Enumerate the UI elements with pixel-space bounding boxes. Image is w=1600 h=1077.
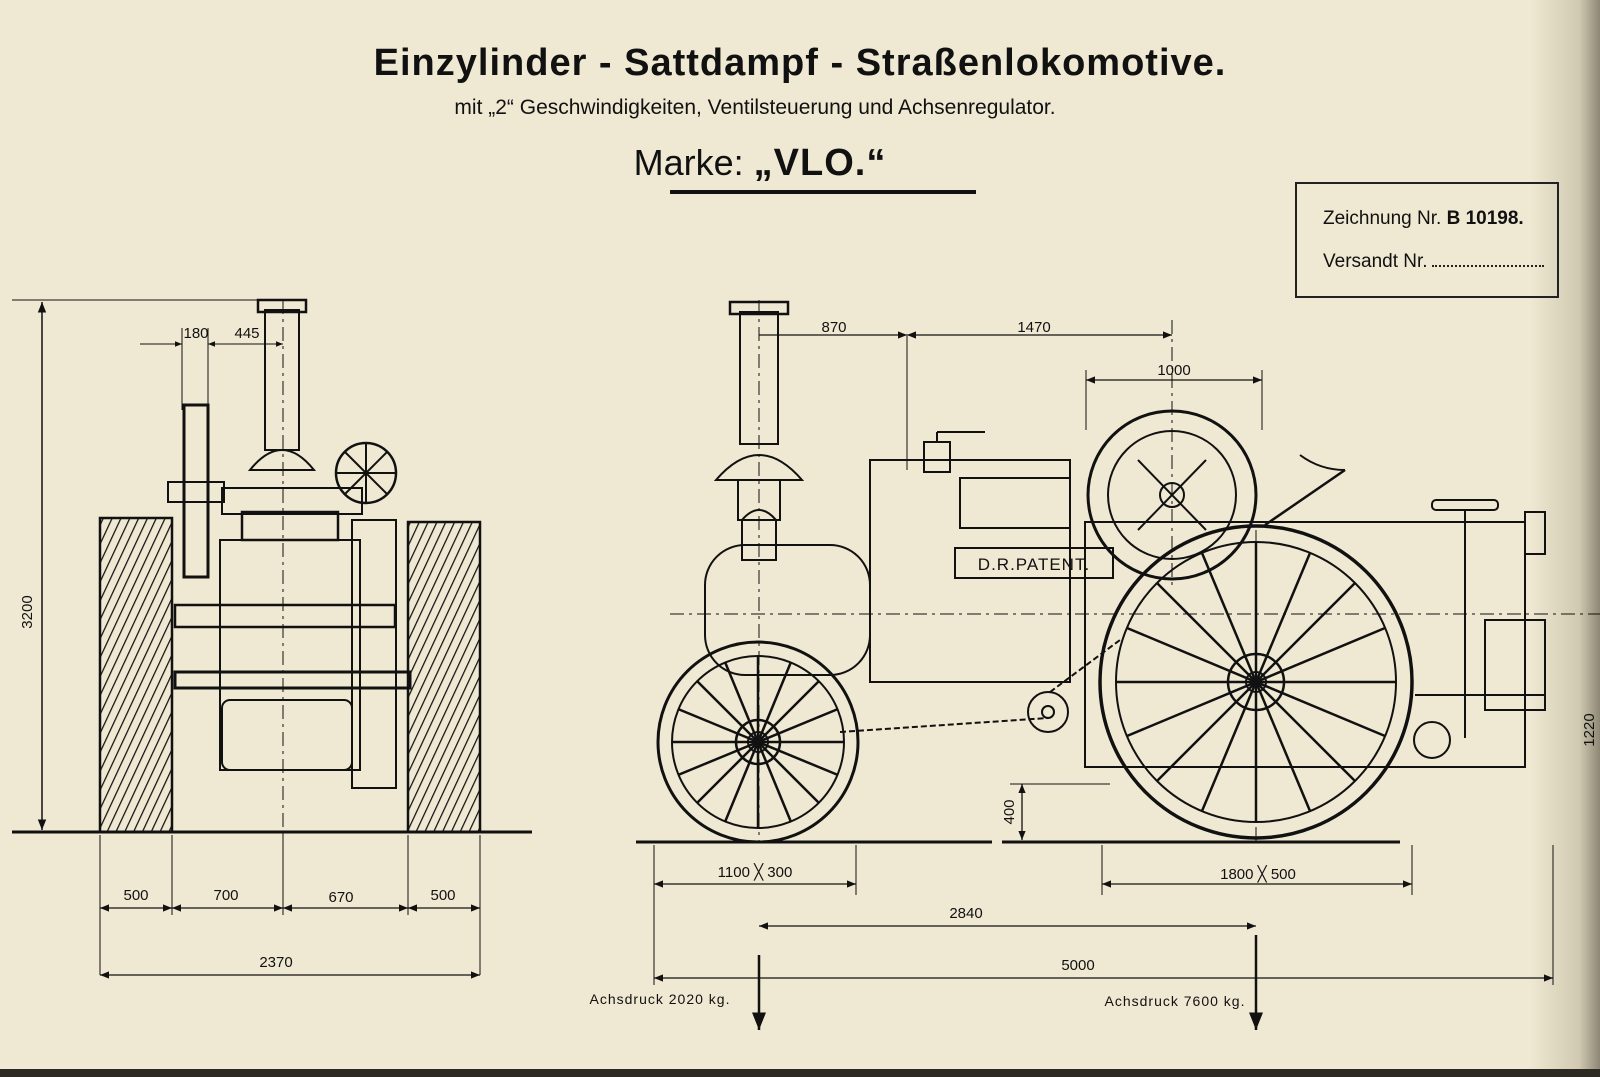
side-view — [636, 300, 1600, 1030]
front-cross-beam — [173, 603, 397, 629]
front-flywheel-hub — [167, 481, 225, 503]
front-total-width: 2370 — [259, 954, 292, 971]
side-front-wheel-spokes — [672, 656, 844, 828]
shipped-number-line: Versandt Nr. — [1323, 251, 1544, 273]
front-upper-frame — [221, 487, 363, 515]
side-dim-400: 400 — [1001, 799, 1018, 824]
side-rear-wheel-spokes — [1116, 542, 1396, 822]
side-dim-1000: 1000 — [1157, 362, 1190, 379]
side-chain — [839, 717, 1049, 733]
front-width-4: 500 — [430, 887, 455, 904]
side-front-wheel — [656, 640, 860, 844]
side-boiler-shell — [869, 459, 1071, 683]
side-cylinder — [959, 477, 1071, 529]
side-rear-wheel-size: 1800 ╳ 500 — [1220, 865, 1296, 883]
front-width-2: 700 — [213, 887, 238, 904]
side-tender — [1524, 511, 1546, 555]
side-axle-load-front: Achsdruck 2020 kg. — [590, 991, 731, 1007]
front-right-tire — [406, 520, 482, 834]
side-bunker-top — [1431, 499, 1499, 511]
side-total-length: 5000 — [1061, 957, 1094, 974]
drawing-number-value: B 10198. — [1446, 208, 1524, 229]
brand-mark-prefix: Marke: — [633, 142, 744, 183]
side-front-wheel-size: 1100 ╳ 300 — [718, 863, 793, 881]
side-valve — [923, 441, 951, 473]
front-left-tire — [98, 516, 174, 834]
front-dim-445: 445 — [234, 325, 259, 342]
side-smokebox-hood — [713, 454, 805, 481]
front-view-labels: 3200 180 445 500 700 670 500 2370 — [19, 325, 456, 971]
shipped-number-label: Versandt Nr. — [1323, 251, 1428, 272]
subtitle: mit „2“ Geschwindigkeiten, Ventilsteueru… — [454, 96, 1056, 119]
drawing-number-label: Zeichnung Nr. — [1323, 208, 1442, 229]
drawing-number-line: Zeichnung Nr. B 10198. — [1323, 208, 1524, 230]
front-axle-beam — [173, 670, 412, 690]
drawing-info-box: Zeichnung Nr. B 10198. Versandt Nr. — [1295, 182, 1559, 298]
front-firebox — [221, 699, 353, 771]
front-chimney-cap — [256, 298, 308, 314]
side-dim-1220: 1220 — [1581, 713, 1598, 746]
brand-mark: Marke: „VLO.“ — [0, 142, 1560, 185]
side-boiler — [704, 544, 871, 676]
page-bottom-edge — [0, 1069, 1600, 1077]
front-tank — [240, 510, 340, 542]
front-width-1: 500 — [123, 887, 148, 904]
side-patent-plate-text: D.R.PATENT. — [978, 555, 1090, 574]
side-wheelbase: 2840 — [949, 905, 982, 922]
front-view — [12, 298, 532, 979]
side-steering-rod — [1264, 468, 1346, 527]
front-height-label: 3200 — [19, 595, 36, 628]
front-boiler-body — [219, 539, 361, 771]
front-chimney — [264, 309, 300, 451]
side-patent-plate — [954, 547, 1114, 579]
main-title: Einzylinder - Sattdampf - Straßenlokomot… — [373, 42, 1227, 84]
side-dim-870: 870 — [821, 319, 846, 336]
shipped-number-blank — [1431, 265, 1544, 267]
page-edge-shadow — [1530, 0, 1600, 1077]
front-dome — [247, 449, 317, 471]
brand-underline — [670, 190, 976, 194]
side-axle-load-rear: Achsdruck 7600 kg. — [1105, 993, 1246, 1009]
side-rear-frame — [1084, 521, 1526, 768]
front-flywheel — [182, 403, 210, 579]
front-width-3: 670 — [328, 889, 353, 906]
front-dim-180: 180 — [183, 325, 208, 342]
brand-mark-name: „VLO.“ — [753, 142, 887, 184]
side-dim-1470: 1470 — [1017, 319, 1050, 336]
side-view-labels: 870 1470 1000 400 1220 1100 ╳ 300 1800 ╳… — [590, 319, 1598, 1009]
